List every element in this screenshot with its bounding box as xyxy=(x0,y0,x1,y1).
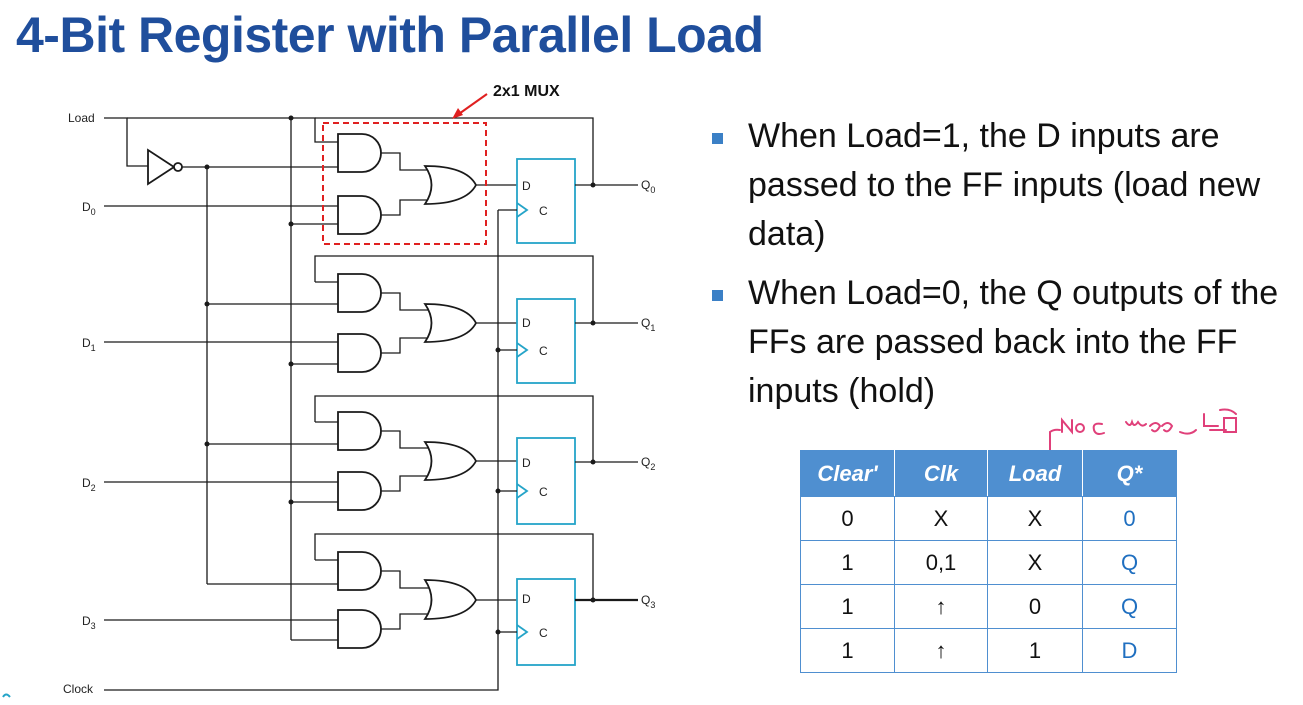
output-q3-label: Q3 xyxy=(641,593,655,610)
or-gate-1 xyxy=(423,303,478,343)
svg-text:C: C xyxy=(539,344,548,358)
header-next-q: Q* xyxy=(1082,450,1177,497)
flipflop-1 xyxy=(516,298,576,384)
or-gate-0 xyxy=(423,165,478,205)
flipflop-0 xyxy=(516,158,576,244)
table-row: 0 X X 0 xyxy=(800,496,1177,541)
and-gate-hold-3 xyxy=(337,551,382,591)
table-row: 1 ↑ 1 D xyxy=(800,628,1177,673)
input-d1-label: D1 xyxy=(82,336,96,353)
load-label: Load xyxy=(68,111,95,125)
table-header-row: Clear' Clk Load Q* xyxy=(800,450,1177,497)
output-q2-label: Q2 xyxy=(641,455,655,472)
handwritten-annotation xyxy=(1049,408,1237,461)
mux-highlight-box xyxy=(322,122,487,245)
mux-label: 2x1 MUX xyxy=(493,83,560,100)
explanation-bullets: When Load=1, the D inputs are passed to … xyxy=(712,112,1292,426)
and-gate-load-0 xyxy=(337,195,382,235)
table-row: 1 0,1 X Q xyxy=(800,540,1177,585)
load-inverter xyxy=(147,148,183,186)
bullet-square-icon xyxy=(712,133,723,144)
input-d3-label: D3 xyxy=(82,614,96,631)
corner-mark-icon xyxy=(2,693,11,698)
bullet-load-0: When Load=0, the Q outputs of the FFs ar… xyxy=(712,269,1292,416)
or-gate-3 xyxy=(423,579,478,620)
svg-text:C: C xyxy=(539,485,548,499)
input-d0-label: D0 xyxy=(82,200,96,217)
register-stage-2: D2 D C Q2 xyxy=(82,395,655,525)
register-stage-0: D0 D C Q0 xyxy=(82,117,655,244)
or-gate-2 xyxy=(423,441,478,481)
load-wire xyxy=(104,117,148,167)
register-stage-1: D1 D C Q1 xyxy=(82,255,655,384)
and-gate-hold-0 xyxy=(337,133,382,173)
and-gate-hold-2 xyxy=(337,411,382,451)
register-circuit-diagram: Load Clock D0 D C Q0 D1 xyxy=(2,83,655,698)
page-title: 4-Bit Register with Parallel Load xyxy=(16,7,764,63)
output-q0-label: Q0 xyxy=(641,178,655,195)
flipflop-2 xyxy=(516,437,576,525)
clock-label: Clock xyxy=(63,682,94,696)
truth-table: Clear' Clk Load Q* 0 X X 0 1 0,1 X Q 1 ↑… xyxy=(800,450,1177,673)
svg-text:D: D xyxy=(522,456,531,470)
flipflop-3 xyxy=(516,578,576,666)
input-d2-label: D2 xyxy=(82,476,96,493)
svg-text:C: C xyxy=(539,626,548,640)
bullet-load-1: When Load=1, the D inputs are passed to … xyxy=(712,112,1292,259)
table-row: 1 ↑ 0 Q xyxy=(800,584,1177,629)
and-gate-load-1 xyxy=(337,333,382,373)
output-q1-label: Q1 xyxy=(641,316,655,333)
and-gate-load-3 xyxy=(337,609,382,649)
and-gate-hold-1 xyxy=(337,273,382,313)
register-stage-3: D3 D C Q3 xyxy=(82,533,655,666)
header-clear: Clear' xyxy=(800,450,895,497)
and-gate-load-2 xyxy=(337,471,382,511)
svg-text:C: C xyxy=(539,204,548,218)
svg-text:D: D xyxy=(522,179,531,193)
svg-text:D: D xyxy=(522,592,531,606)
clock-wire xyxy=(104,210,499,691)
bullet-square-icon xyxy=(712,290,723,301)
header-load: Load xyxy=(987,450,1083,497)
mux-pointer-arrow xyxy=(455,93,488,117)
header-clk: Clk xyxy=(894,450,988,497)
load-to-and-wire xyxy=(127,117,338,143)
svg-text:D: D xyxy=(522,316,531,330)
